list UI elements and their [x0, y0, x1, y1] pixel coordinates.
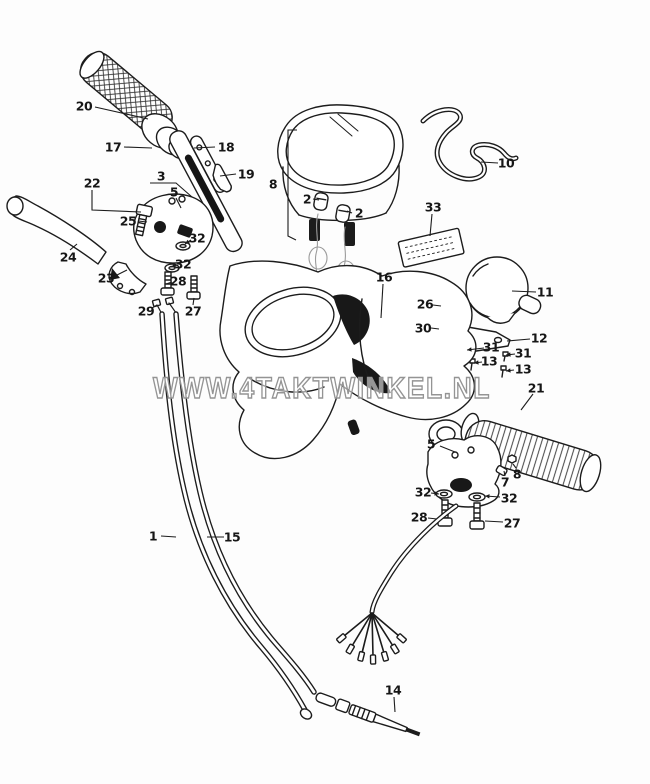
leader-line-30	[430, 327, 440, 330]
part-number-label-31: 31	[515, 346, 531, 361]
cable-clamp-23-drawing	[108, 261, 147, 296]
part-number-label-30: 30	[415, 321, 432, 336]
leader-line-28	[165, 281, 173, 285]
leader-line-17	[123, 146, 153, 149]
leader-line-5	[439, 445, 456, 453]
leader-line-1	[160, 535, 177, 538]
leader-line-14	[393, 696, 396, 713]
part-number-label-23: 23	[98, 271, 114, 286]
leader-line-24	[69, 243, 78, 251]
leader-line-2	[312, 198, 320, 201]
plate-19-drawing	[212, 163, 232, 193]
part-number-label-12: 12	[531, 331, 547, 346]
leader-line-27	[484, 520, 504, 523]
part-number-label-27: 27	[504, 516, 520, 531]
left-lever-drawing	[6, 193, 214, 265]
speedometer-drawing	[277, 104, 404, 246]
part-number-label-18: 18	[218, 140, 234, 155]
part-number-label-26: 26	[417, 297, 434, 312]
part-number-label-10: 10	[498, 156, 515, 171]
sticker-drawing	[397, 227, 465, 268]
part-number-label-8: 8	[513, 467, 521, 482]
part-number-label-14: 14	[385, 683, 402, 698]
leader-line-22	[91, 190, 142, 213]
part-number-label-17: 17	[105, 140, 121, 155]
leader-line-7	[503, 470, 506, 477]
part-number-label-25: 25	[120, 214, 136, 229]
leader-arrowhead-13	[474, 360, 479, 365]
wire-harness-drawing	[336, 503, 459, 665]
leader-line-29	[151, 304, 158, 309]
part-number-label-1: 1	[149, 529, 157, 544]
leader-arrowhead-32	[434, 491, 439, 496]
leader-arrowhead-31	[467, 347, 472, 352]
part-number-label-2: 2	[303, 192, 311, 207]
part-number-label-13: 13	[481, 354, 497, 369]
leader-line-12	[506, 338, 531, 342]
part-number-label-22: 22	[84, 176, 100, 191]
part-number-label-7: 7	[501, 475, 509, 490]
handlebar-cover-drawing	[219, 260, 477, 460]
leader-line-2	[346, 210, 353, 214]
part-number-label-15: 15	[224, 530, 240, 545]
part-number-label-28: 28	[170, 274, 186, 289]
leader-line-5	[175, 197, 182, 209]
leader-line-27	[192, 297, 195, 306]
leader-line-20	[94, 106, 149, 120]
leader-line-19	[219, 173, 237, 177]
leader-line-18	[193, 146, 216, 149]
part-number-label-32: 32	[175, 257, 191, 272]
leader-arrowhead-32	[185, 239, 190, 244]
part-number-label-32: 32	[189, 231, 205, 246]
wire-retainer-drawing	[420, 107, 519, 182]
part-number-label-27: 27	[185, 304, 201, 319]
leader-line-21	[520, 393, 534, 411]
leader-arrowhead-32	[171, 263, 176, 268]
part-number-label-24: 24	[60, 250, 77, 265]
part-number-label-20: 20	[76, 99, 93, 114]
part-number-label-31: 31	[483, 340, 499, 355]
part-number-label-32: 32	[501, 491, 517, 506]
part-number-label-29: 29	[138, 304, 154, 319]
part-number-label-11: 11	[537, 285, 553, 300]
leader-line-26	[432, 304, 442, 307]
part-number-label-28: 28	[411, 510, 427, 525]
leader-line-8	[512, 463, 517, 469]
leader-line-28	[427, 517, 438, 520]
cables-drawing	[156, 302, 317, 720]
bell-drawing	[465, 256, 542, 324]
leader-arrowhead-32	[485, 494, 490, 499]
part-number-label-2: 2	[355, 206, 363, 221]
watermark-text: WWW.4TAKTWINKEL.NL	[153, 372, 491, 405]
speedo-cable-end-drawing	[315, 692, 421, 737]
part-number-label-21: 21	[528, 381, 544, 396]
right-switch-housing-drawing	[426, 435, 517, 508]
part-number-label-5: 5	[170, 185, 178, 200]
part-number-label-3: 3	[157, 169, 165, 184]
leader-line-16	[380, 283, 384, 319]
leader-arrowhead-31	[506, 352, 511, 357]
leader-line-23	[114, 269, 128, 277]
part-number-label-19: 19	[238, 167, 254, 182]
leader-line-3	[150, 182, 193, 198]
part-number-label-33: 33	[425, 200, 441, 215]
leader-line-10	[480, 161, 499, 164]
leader-line-33	[429, 213, 433, 237]
part-number-label-8: 8	[269, 177, 277, 192]
part-number-label-13: 13	[515, 362, 531, 377]
part-number-label-32: 32	[415, 485, 431, 500]
part-number-label-5: 5	[427, 437, 435, 452]
leader-arrowhead-13	[506, 368, 511, 373]
leader-line-8	[287, 129, 297, 241]
right-fasteners-drawing	[435, 489, 486, 530]
leader-line-25	[137, 220, 148, 223]
part-number-label-16: 16	[376, 270, 393, 285]
leader-line-11	[511, 290, 537, 293]
lever-bolt-25-drawing	[134, 203, 154, 237]
